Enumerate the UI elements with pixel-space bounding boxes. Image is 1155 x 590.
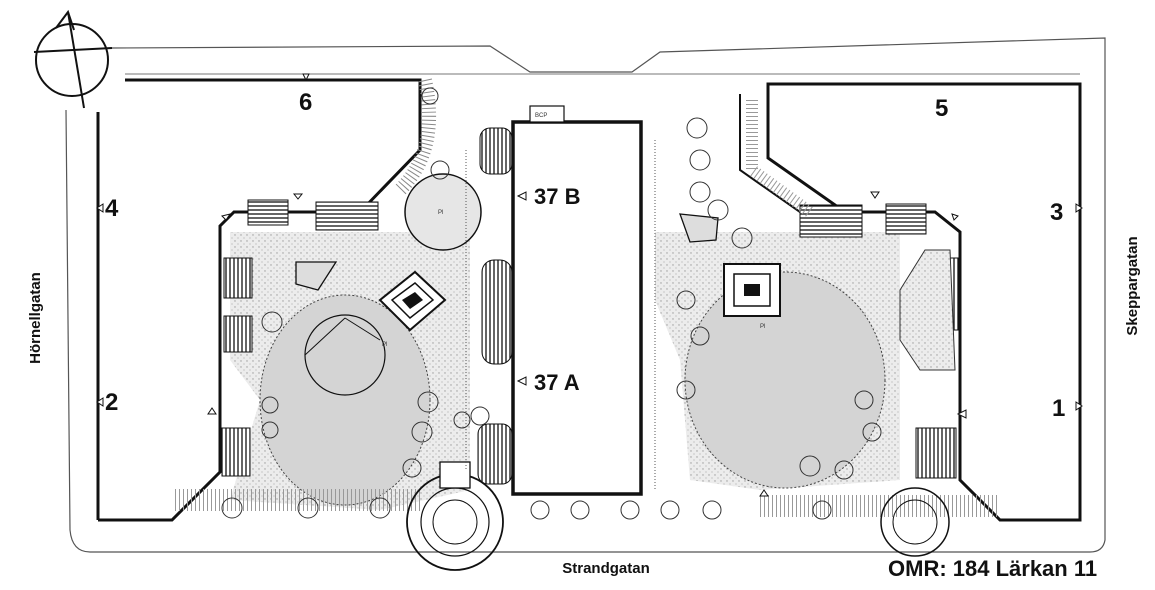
building-label-2: 2 [105, 389, 118, 416]
utility-label: BCP [535, 113, 547, 119]
planter [221, 427, 251, 477]
planter [915, 427, 957, 479]
lawn-oval-right [684, 271, 886, 489]
planter [477, 423, 513, 485]
play-area-label: Pl [760, 324, 765, 330]
play-structure-left [378, 270, 447, 332]
building-label-37b: 37 B [534, 184, 580, 209]
street-label-strandgatan: Strandgatan [562, 560, 650, 577]
compass-north-arrow-icon [33, 9, 113, 109]
planter [223, 315, 253, 353]
path-gravel-right-top [746, 100, 814, 217]
utility-box-bcp [529, 105, 565, 123]
planter [247, 199, 289, 226]
sandbox-right [679, 213, 719, 243]
sandbox-left [295, 261, 338, 291]
planter [479, 127, 513, 175]
planter [481, 259, 513, 365]
planter [885, 203, 927, 235]
play-area-label: Pl [382, 342, 387, 348]
building-label-4: 4 [105, 195, 119, 222]
building-label-3: 3 [1050, 199, 1063, 226]
hedge-right [899, 249, 956, 371]
building-outline-right [766, 82, 1082, 522]
building-label-6: 6 [299, 89, 312, 116]
play-structure-right [723, 263, 781, 317]
tree-markers-right [530, 117, 882, 520]
map-title: OMR: 184 Lärkan 11 [888, 556, 1098, 581]
play-area-circle-top [404, 173, 482, 251]
tree-radius-line [304, 317, 346, 356]
tree-radius-line [344, 317, 381, 341]
lawn-oval-left [259, 294, 431, 506]
gate-left [439, 461, 471, 489]
planter [799, 204, 863, 238]
building-label-1: 1 [1052, 395, 1065, 422]
planter [223, 257, 253, 299]
entrance-triangle-icon [96, 73, 1083, 497]
planter [315, 201, 379, 231]
tree-markers-left [221, 87, 490, 519]
street-label-hornellgatan: Hörnellgatan [27, 272, 44, 364]
building-5-inner-wall [739, 94, 801, 213]
path-gravel-left [394, 78, 437, 195]
street-label-skeppargatan: Skeppargatan [1124, 236, 1141, 335]
play-area-label: Pl [438, 210, 443, 216]
building-label-37a: 37 A [534, 370, 580, 395]
roundabout-bottom-right [880, 487, 950, 557]
building-label-5: 5 [935, 95, 948, 122]
building-37 [511, 120, 643, 496]
sidewalk-outline [65, 37, 1106, 553]
